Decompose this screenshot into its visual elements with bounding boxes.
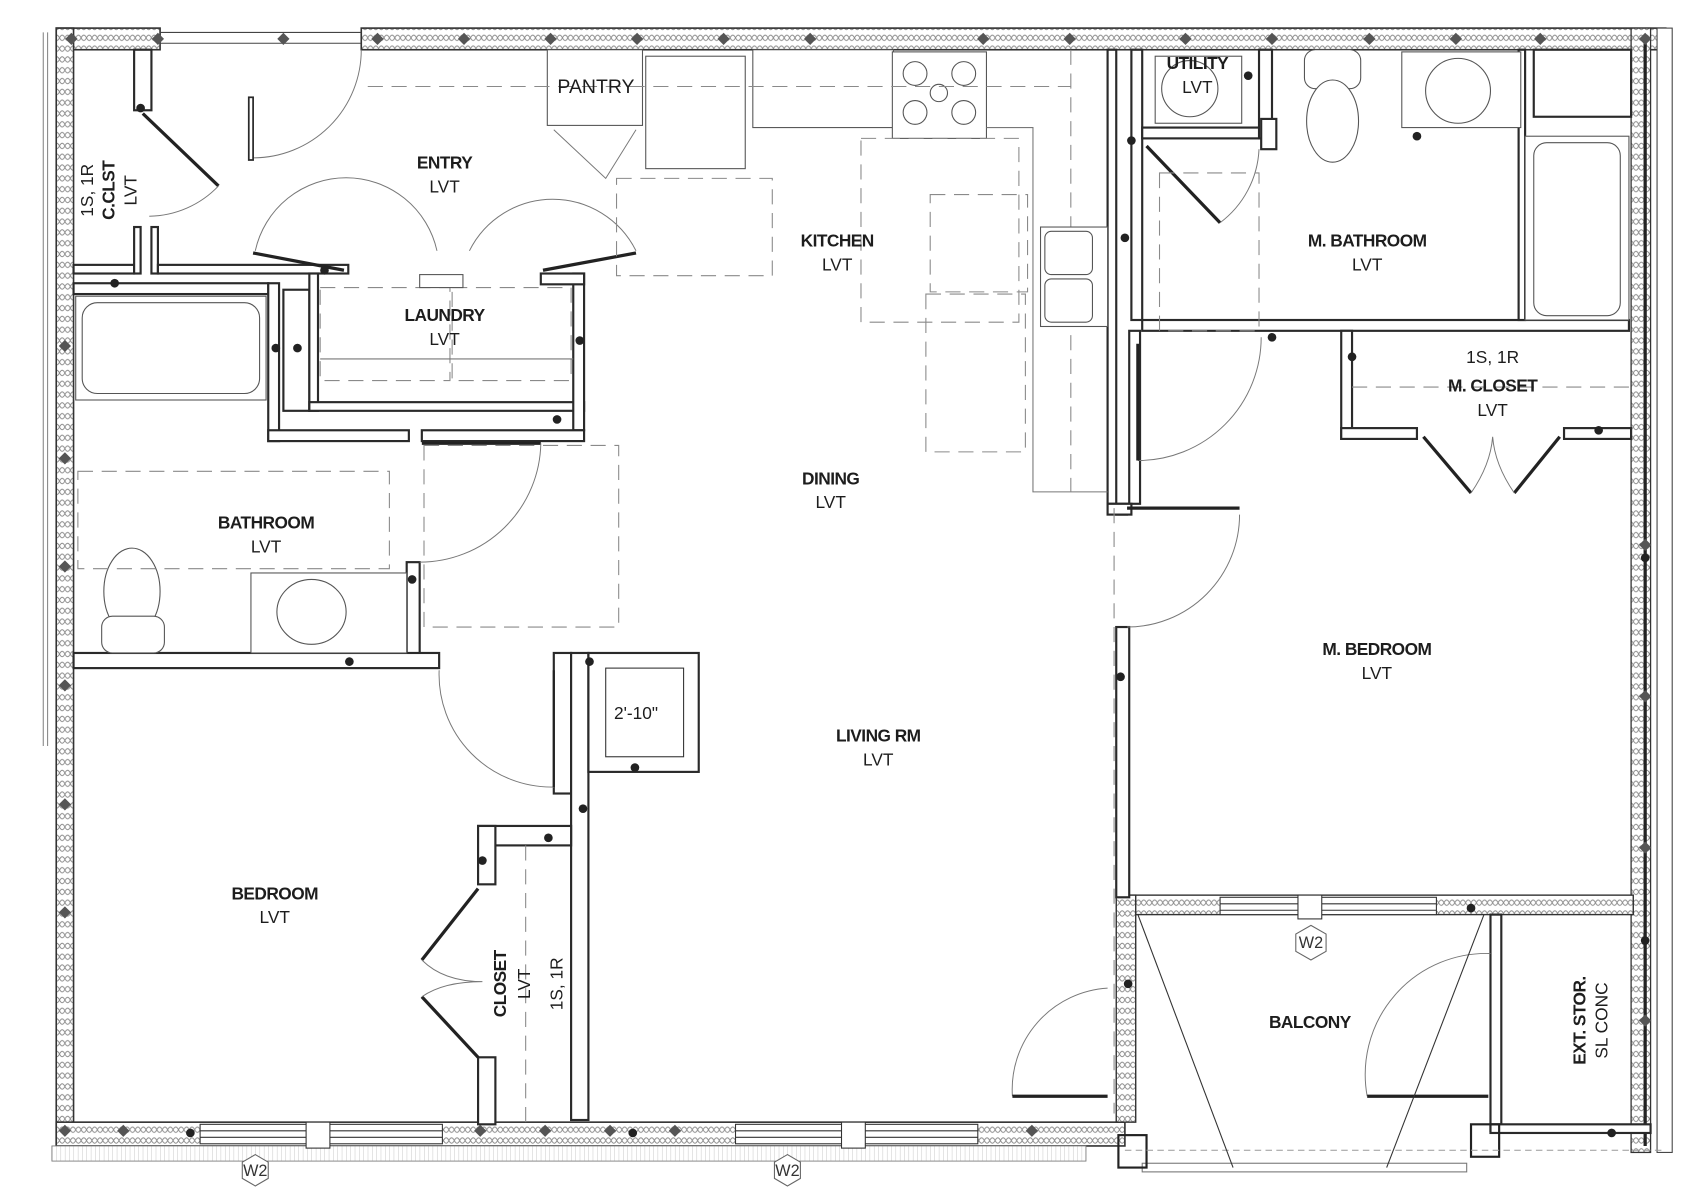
label-coat-closet: C.CLST	[99, 160, 119, 220]
label-bedroom: BEDROOM	[231, 883, 318, 903]
label-coat-closet-note: 1S, 1R	[77, 164, 97, 217]
window-tag-w2: W2	[775, 1162, 799, 1180]
label-m-closet-note: 1S, 1R	[1466, 347, 1519, 367]
label-laundry: LAUNDRY	[404, 305, 485, 325]
label-bathroom: BATHROOM	[218, 513, 314, 533]
label-m-bedroom: M. BEDROOM	[1322, 639, 1431, 659]
label-closet-note: 1S, 1R	[546, 957, 566, 1010]
window-tags: W2 W2 W2	[241, 924, 1327, 1187]
label-m-bathroom-floor: LVT	[1352, 254, 1383, 274]
label-kitchen-floor: LVT	[822, 254, 853, 274]
window-tag-w2: W2	[1299, 934, 1323, 952]
label-laundry-floor: LVT	[429, 329, 460, 349]
label-entry-floor: LVT	[429, 176, 460, 196]
dimension-label: 2'-10"	[614, 703, 658, 723]
exterior-walls	[42, 27, 1673, 1162]
label-entry: ENTRY	[417, 153, 473, 173]
fixtures	[75, 49, 1632, 1123]
label-dining-floor: LVT	[815, 492, 846, 512]
label-m-bedroom-floor: LVT	[1362, 663, 1393, 683]
label-m-bathroom: M. BATHROOM	[1308, 230, 1427, 250]
room-labels: ENTRY LVT PANTRY KITCHEN LVT LAUNDRY LVT…	[77, 53, 1611, 1065]
doors	[141, 49, 1561, 1168]
label-closet-floor: LVT	[514, 968, 534, 999]
label-ext-storage: EXT. STOR.	[1570, 976, 1590, 1064]
window-tag-w2: W2	[243, 1162, 267, 1180]
label-bedroom-floor: LVT	[260, 907, 291, 927]
label-utility: UTILITY	[1167, 53, 1230, 73]
label-ext-storage-floor: SL CONC	[1591, 982, 1611, 1058]
label-living: LIVING RM	[836, 726, 921, 746]
windows	[199, 894, 1666, 1173]
label-m-closet-floor: LVT	[1477, 400, 1508, 420]
label-coat-closet-floor: LVT	[120, 175, 140, 206]
label-closet: CLOSET	[490, 949, 510, 1017]
structural-markers	[58, 32, 1652, 1138]
label-dining: DINING	[802, 468, 859, 488]
label-bathroom-floor: LVT	[251, 536, 282, 556]
label-m-closet: M. CLOSET	[1448, 375, 1538, 395]
label-balcony: BALCONY	[1269, 1012, 1352, 1032]
label-pantry: PANTRY	[557, 76, 634, 98]
label-living-floor: LVT	[863, 749, 894, 769]
label-utility-floor: LVT	[1182, 77, 1213, 97]
label-kitchen: KITCHEN	[801, 230, 874, 250]
